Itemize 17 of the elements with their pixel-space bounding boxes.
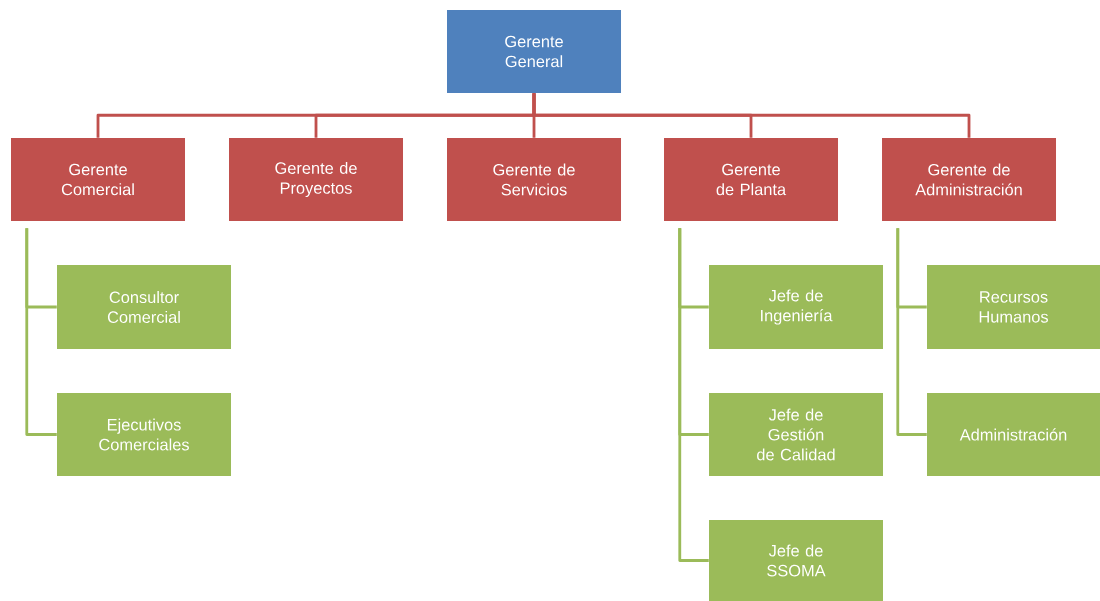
org-box: Consultor Comercial [57,265,231,349]
connector-line [25,228,57,436]
org-box: Gerente General [447,10,621,93]
connector-line [896,228,927,436]
org-box: Gerente de Proyectos [229,138,403,221]
org-box: Administración [927,393,1100,476]
org-box: Gerente de Servicios [447,138,621,221]
org-box: Ejecutivos Comerciales [57,393,231,476]
org-box: Gerente de Planta [664,138,838,221]
org-box: Jefe de Gestión de Calidad [709,393,883,476]
org-box: Jefe de SSOMA [709,520,883,601]
org-box: Gerente Comercial [11,138,185,221]
org-box: Gerente de Administración [882,138,1056,221]
connector-line [678,228,709,562]
connector-line [532,93,971,138]
org-box: Recursos Humanos [927,265,1100,349]
org-box: Jefe de Ingeniería [709,265,883,349]
